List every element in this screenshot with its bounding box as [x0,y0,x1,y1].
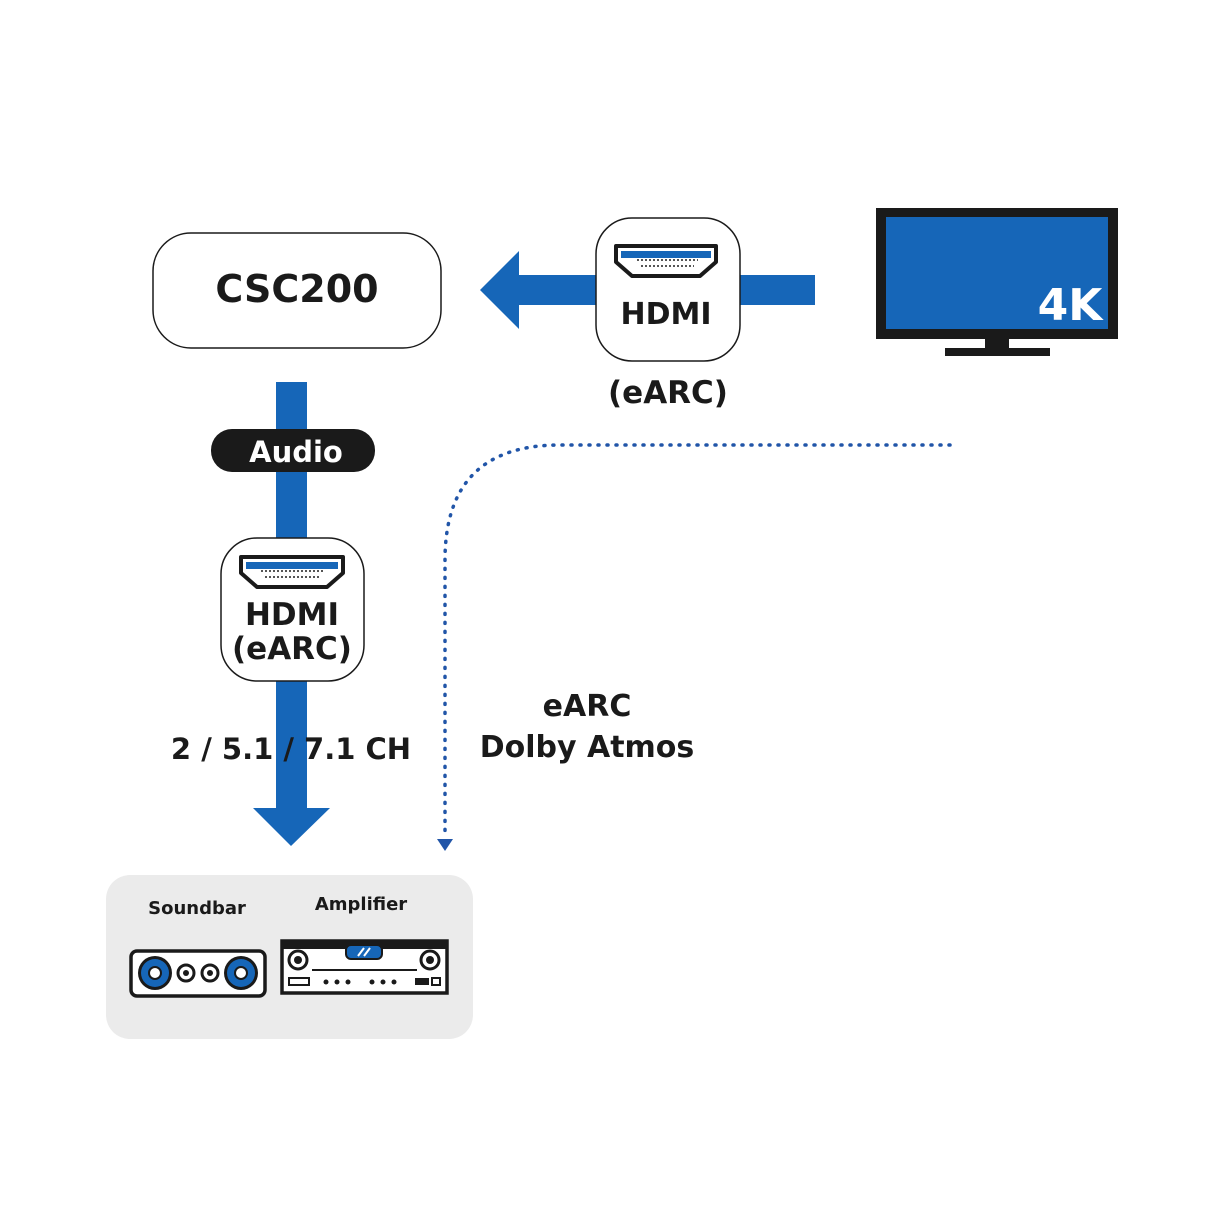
hdmi-top-card [595,217,741,362]
device-label: CSC200 [215,267,378,311]
soundbar-icon [129,949,267,998]
earc-note-line2: Dolby Atmos [480,730,695,765]
audio-pill [211,429,375,472]
hdmi-port-icon [239,555,345,589]
amplifier-label: Amplifier [315,894,407,915]
amplifier-icon [280,939,449,995]
hdmi-top-caption: (eARC) [608,375,728,411]
hdmi-top-label: HDMI [620,297,711,332]
earc-dotted-path [443,443,952,837]
tv-icon [876,208,1118,356]
earc-dotted-arrowhead [437,839,453,851]
tv-badge: 4K [1038,280,1105,331]
device-box [152,232,442,349]
earc-note-line1: eARC [543,689,632,724]
hdmi-side-line2: (eARC) [232,631,352,667]
soundbar-label: Soundbar [148,898,246,919]
hdmi-port-icon [614,244,718,278]
hdmi-side-line1: HDMI [245,597,339,633]
audio-pill-label: Audio [249,435,343,469]
channels-label: 2 / 5.1 / 7.1 CH [171,732,411,766]
